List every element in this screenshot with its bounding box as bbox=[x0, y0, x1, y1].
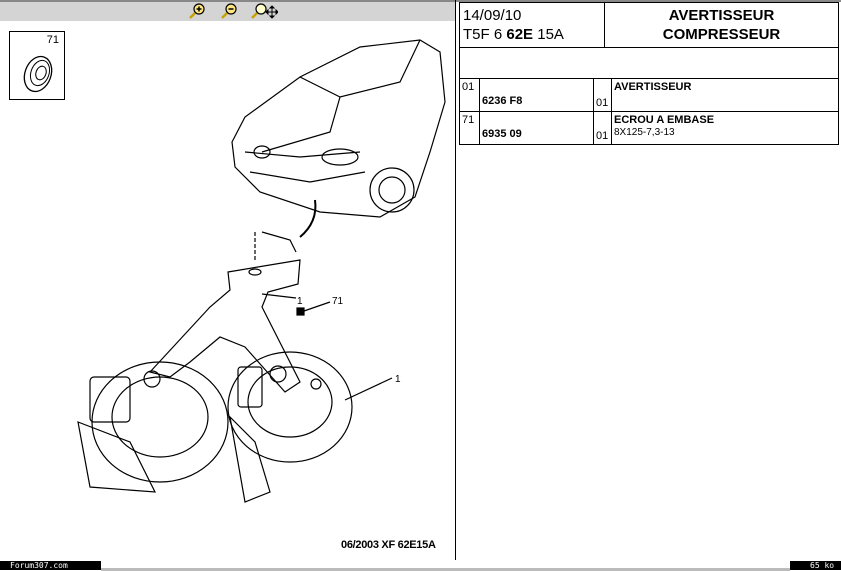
group-code: T5F 6 62E 15A bbox=[463, 26, 564, 43]
washer-nut-icon bbox=[23, 55, 53, 93]
diagram-panel: 71 1 71 1 06/2003 XF 62E15A bbox=[0, 2, 455, 559]
part-description: AVERTISSEUR bbox=[611, 78, 839, 112]
horn-left bbox=[77, 361, 229, 493]
zoom-in-icon[interactable] bbox=[188, 3, 206, 20]
part-reference[interactable]: 6236 F8 bbox=[479, 78, 594, 112]
date: 14/09/10 bbox=[463, 7, 522, 24]
table-row[interactable]: 01 6236 F8 01 AVERTISSEUR bbox=[459, 78, 839, 112]
callout-1-upper: 1 bbox=[297, 296, 303, 307]
part-quantity: 01 bbox=[593, 78, 612, 112]
part-reference[interactable]: 6935 09 bbox=[479, 111, 594, 145]
site-label: Forum307.com bbox=[0, 561, 101, 570]
horn-exploded-diagram: 1 71 1 bbox=[77, 39, 446, 503]
blank-row bbox=[459, 47, 839, 79]
diagram-reference: 06/2003 XF 62E15A bbox=[341, 539, 436, 551]
callouts: 1 71 1 bbox=[261, 293, 401, 401]
top-border bbox=[0, 0, 841, 2]
part-quantity: 01 bbox=[593, 111, 612, 145]
status-bar bbox=[101, 568, 790, 571]
part-71-thumbnail[interactable]: 71 bbox=[9, 31, 65, 100]
parts-list-panel: 14/09/10 T5F 6 62E 15A AVERTISSEUR COMPR… bbox=[459, 2, 839, 145]
zoom-toolbar bbox=[0, 2, 455, 21]
panel-divider[interactable] bbox=[455, 0, 456, 560]
pan-zoom-icon[interactable] bbox=[250, 3, 278, 20]
header-info: 14/09/10 T5F 6 62E 15A bbox=[459, 2, 605, 48]
car-illustration bbox=[231, 39, 446, 218]
parts-table: 01 6236 F8 01 AVERTISSEUR 71 6935 09 01 … bbox=[459, 78, 839, 145]
callout-1: 1 bbox=[395, 374, 401, 385]
zoom-out-icon[interactable] bbox=[220, 3, 238, 20]
horn-right bbox=[227, 351, 353, 503]
part-index: 71 bbox=[459, 111, 480, 145]
page-title: AVERTISSEUR COMPRESSEUR bbox=[604, 2, 839, 48]
thumbnail-label: 71 bbox=[46, 34, 59, 46]
part-index: 01 bbox=[459, 78, 480, 112]
callout-71: 71 bbox=[332, 296, 344, 307]
header-table: 14/09/10 T5F 6 62E 15A AVERTISSEUR COMPR… bbox=[459, 2, 839, 79]
horn-bracket bbox=[148, 231, 301, 393]
file-size: 65 ko bbox=[790, 561, 841, 570]
